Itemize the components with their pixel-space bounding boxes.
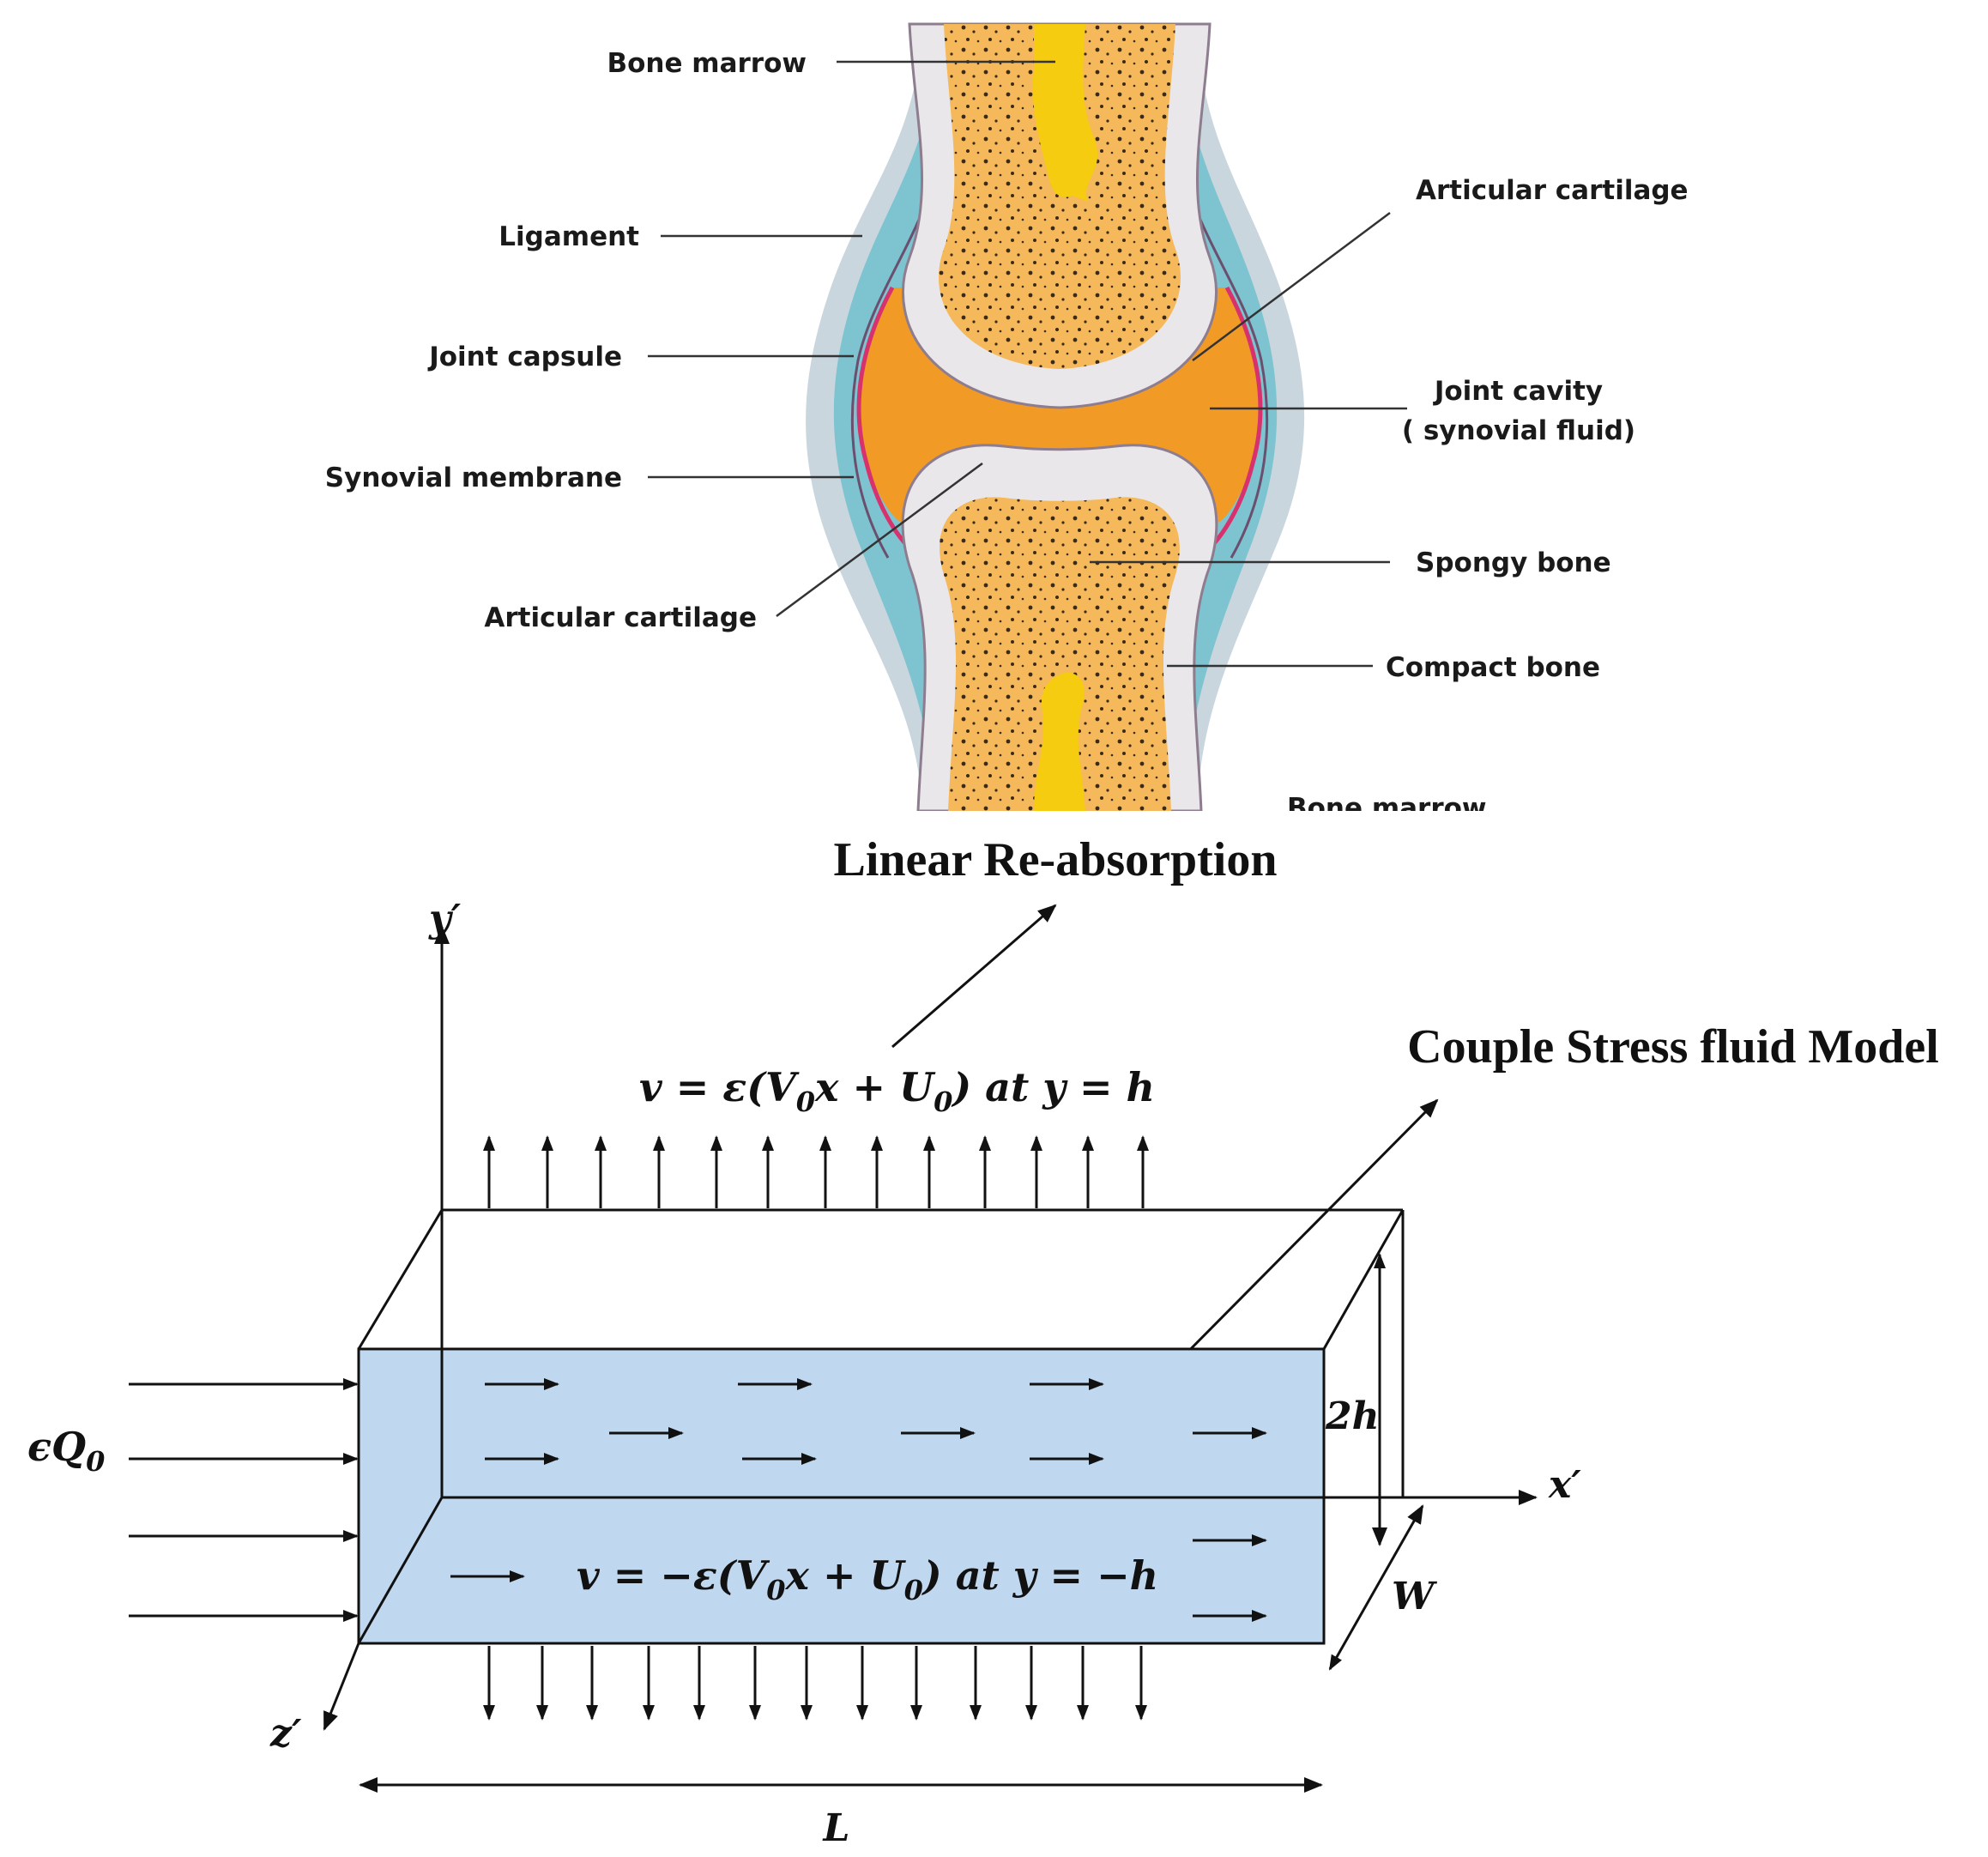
eq-bottom-mid: x + U [785,1552,907,1599]
eq-top-lhs: v = ε(V [639,1064,800,1110]
inflow-main: ϵQ [27,1424,86,1470]
separator-band [0,811,1988,837]
upper-spongy-bone [939,24,1181,369]
label-joint-capsule: Joint capsule [427,342,622,372]
y-axis-label: y′ [428,897,462,941]
inflow-arrows [129,1378,359,1622]
eq-bottom-sub1: 0 [766,1574,785,1606]
eq-top-sub1: 0 [796,1086,815,1118]
lower-spongy-bone [940,497,1180,811]
eq-top-mid: x + U [814,1064,936,1110]
width-label: W [1392,1575,1438,1618]
eq-top-rhs: ) at y = h [951,1064,1155,1110]
label-articular-cartilage-right: Articular cartilage [1416,175,1689,206]
box-bottom-left-diagonal [357,1497,444,1644]
box-top-right-diagonal [1322,1209,1405,1350]
label-compact-bone: Compact bone [1386,652,1600,683]
eq-top-sub2: 0 [934,1086,952,1118]
title-linear-reabsorption: Linear Re-absorption [834,833,1278,886]
box-top-left-diagonal [357,1209,444,1350]
z-axis [323,1642,360,1731]
label-articular-cartilage-left: Articular cartilage [484,602,757,633]
knee-joint-illustration: Bone marrow Ligament Joint capsule Synov… [325,22,1689,824]
label-ligament: Ligament [499,221,639,252]
label-joint-cavity-line1: Joint cavity [1433,376,1603,407]
leader-articular-cartilage-right [1192,211,1391,362]
width-dimension [1328,1504,1424,1671]
length-label: L [822,1806,850,1850]
leader-articular-cartilage-left [776,462,983,618]
upward-reabsorption-arrows [483,1135,1149,1208]
title-couple-stress-model: Couple Stress fluid Model [1407,1020,1939,1074]
label-synovial-membrane: Synovial membrane [325,463,622,493]
label-bone-marrow-top: Bone marrow [607,48,807,79]
x-axis-label: x′ [1548,1463,1581,1507]
eq-bottom-sub2: 0 [904,1574,923,1606]
channel-flow-model: Linear Re-absorption Couple Stress fluid… [27,833,1939,1850]
z-axis-label: z′ [269,1712,302,1756]
inflow-label: ϵQ0 [27,1424,105,1478]
upper-bone-marrow [1032,24,1098,202]
pointer-reabsorption [891,904,1057,1049]
downward-reabsorption-arrows [483,1646,1147,1721]
label-spongy-bone: Spongy bone [1416,547,1611,578]
eq-bottom-rhs: ) at y = −h [921,1552,1158,1599]
height-label: 2h [1325,1394,1380,1438]
inflow-sub: 0 [86,1445,105,1478]
internal-flow-arrows [450,1378,1267,1622]
equation-top-boundary: v = ε(V0x + U0) at y = h [639,1064,1155,1118]
synovial-membrane-line [856,286,1263,560]
equation-bottom-boundary: v = −ε(V0x + U0) at y = −h [577,1552,1158,1606]
lower-bone-marrow [1034,672,1085,811]
eq-bottom-lhs: v = −ε(V [577,1552,770,1599]
pointer-couple-stress [1165,1098,1439,1375]
label-joint-cavity-line2: ( synovial fluid) [1402,415,1635,446]
